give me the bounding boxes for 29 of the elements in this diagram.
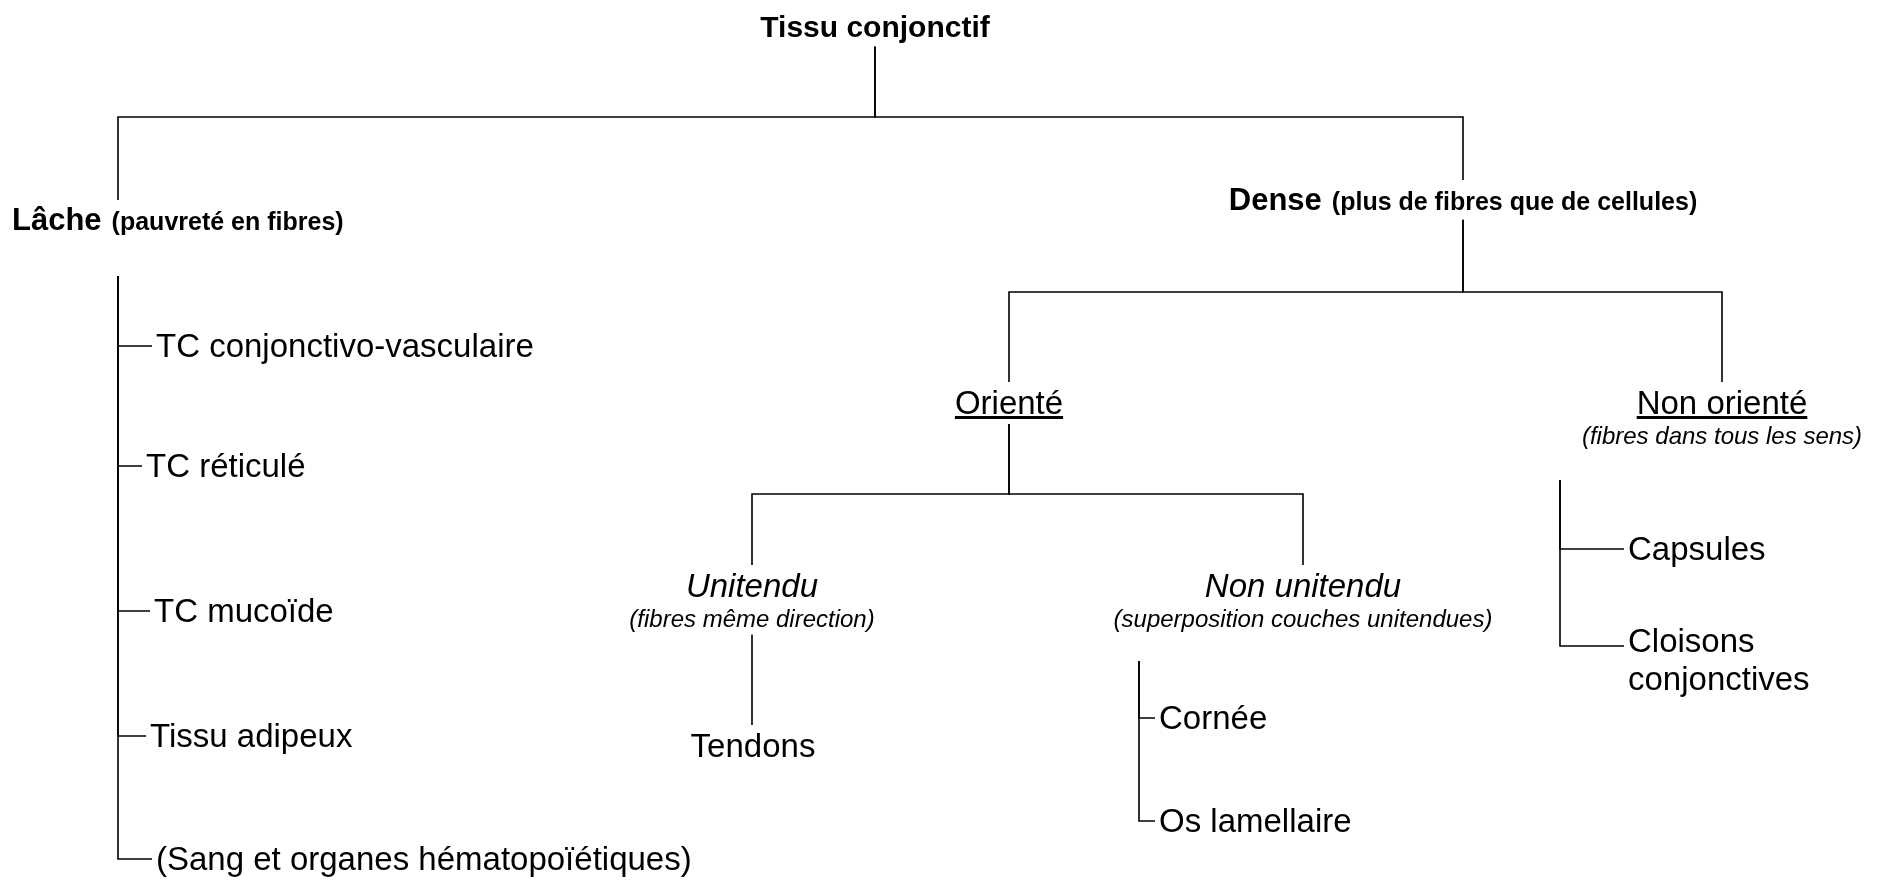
category-heading: Non unitendu <box>1203 567 1403 605</box>
tree-label: TC conjonctivo-vasculaire <box>152 325 538 367</box>
tree-label: Cornée <box>1155 697 1272 739</box>
category-note: (pauvreté en fibres) <box>111 207 344 236</box>
tree-label: Orienté <box>950 382 1068 424</box>
category-note: (fibres même direction) <box>629 604 875 633</box>
category-note: (superposition couches unitendues) <box>1113 604 1493 633</box>
connector-line <box>751 633 753 726</box>
tree-label: Tissu adipeux <box>146 715 357 757</box>
connector-line <box>117 275 153 860</box>
tree-label: TC réticulé <box>142 445 310 487</box>
tree-label: Tendons <box>686 725 820 767</box>
tree-label: TC mucoïde <box>150 590 338 632</box>
category-note: (fibres dans tous les sens) <box>1581 421 1863 450</box>
category-heading: Unitendu <box>684 567 820 605</box>
tree-label: Cloisons conjonctives <box>1624 620 1882 700</box>
tree-label: (Sang et organes hématopoïétiques) <box>152 838 696 880</box>
tree-label: Capsules <box>1624 528 1770 570</box>
category-heading: Dense <box>1228 182 1322 218</box>
category-heading: Lâche <box>12 202 102 238</box>
connector-line <box>1559 479 1625 647</box>
connector-line <box>1008 423 1304 566</box>
tree-label: Os lamellaire <box>1155 800 1356 842</box>
connector-line <box>874 45 1464 181</box>
category-heading: Non orienté <box>1635 384 1809 422</box>
category-note: (plus de fibres que de cellules) <box>1331 187 1698 216</box>
tree-label: Tissu conjonctif <box>756 8 994 47</box>
connector-line <box>1138 660 1156 822</box>
connector-line <box>1462 218 1723 383</box>
